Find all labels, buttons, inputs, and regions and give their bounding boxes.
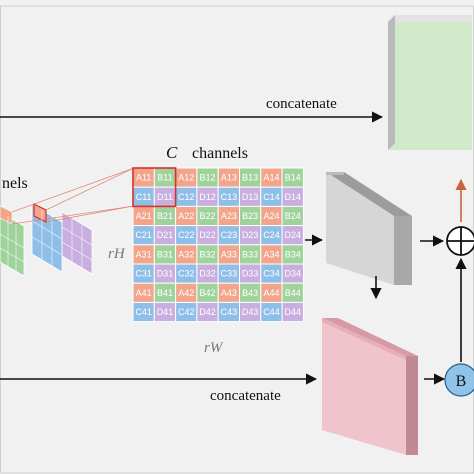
grid-cell-label: B11 bbox=[157, 173, 172, 183]
concatenate-bottom-label: concatenate bbox=[210, 388, 281, 404]
grid-cell-label: C24 bbox=[263, 230, 280, 240]
grid-cell-label: C12 bbox=[178, 192, 195, 202]
grid-cell-label: C14 bbox=[263, 192, 280, 202]
grid-cell-label: D14 bbox=[284, 192, 301, 202]
grid-cell-label: D43 bbox=[242, 307, 259, 317]
grid-cell-label: A12 bbox=[178, 173, 194, 183]
grid-cell-label: C13 bbox=[221, 192, 238, 202]
grid-cell-label: B23 bbox=[242, 211, 258, 221]
left-channels-label: nels bbox=[2, 175, 28, 192]
grid-cell-label: A41 bbox=[136, 288, 152, 298]
grid-cell-label: C42 bbox=[178, 307, 195, 317]
grid-cell-label: A32 bbox=[178, 249, 194, 259]
grid-cell-label: B42 bbox=[200, 288, 216, 298]
grid-cell-label: B22 bbox=[200, 211, 216, 221]
b-node-label: B bbox=[456, 373, 467, 390]
b-node: B bbox=[444, 363, 474, 397]
grid-cell-label: B44 bbox=[285, 288, 301, 298]
grid-cell-label: C33 bbox=[221, 269, 238, 279]
grid-cell-label: A13 bbox=[221, 173, 237, 183]
grid-cell-label: B12 bbox=[200, 173, 216, 183]
left-feature-maps bbox=[0, 203, 93, 277]
c-channels-symbol: C bbox=[166, 143, 178, 162]
grid-cell-label: B31 bbox=[157, 249, 173, 259]
grid-cell-label: D31 bbox=[157, 269, 174, 279]
concatenate-top-label: concatenate bbox=[266, 96, 337, 112]
grid-cell-label: B41 bbox=[157, 288, 173, 298]
grid-cell-label: A44 bbox=[263, 288, 279, 298]
grid-cell-label: A24 bbox=[263, 211, 279, 221]
grid-cell-label: C41 bbox=[135, 307, 152, 317]
grid-cell-label: C43 bbox=[221, 307, 238, 317]
grid-cell-label: D44 bbox=[284, 307, 301, 317]
grid-cell-label: A43 bbox=[221, 288, 237, 298]
grid-cell-label: B14 bbox=[285, 173, 301, 183]
grid-cell-label: B43 bbox=[242, 288, 258, 298]
grid-cell-label: C31 bbox=[135, 269, 152, 279]
pink-block bbox=[322, 318, 418, 455]
grid-cell-label: B34 bbox=[285, 249, 301, 259]
grid-cell-label: C23 bbox=[221, 230, 238, 240]
grid-cell-label: B32 bbox=[200, 249, 216, 259]
grid-cell bbox=[281, 301, 304, 323]
grid-cell-label: D34 bbox=[284, 269, 301, 279]
grid-cell-label: C22 bbox=[178, 230, 195, 240]
green-block bbox=[388, 15, 472, 150]
grid-cell-label: D24 bbox=[284, 230, 301, 240]
grid-cell-label: A31 bbox=[136, 249, 152, 259]
grid-cell-label: D22 bbox=[199, 230, 216, 240]
grid-cell-label: B33 bbox=[242, 249, 258, 259]
gray-block bbox=[326, 172, 412, 285]
grid-cell-label: B24 bbox=[285, 211, 301, 221]
c-channels-label: channels bbox=[192, 145, 248, 162]
grid-cell-label: B13 bbox=[242, 173, 258, 183]
grid-cell-label: D41 bbox=[157, 307, 174, 317]
grid-cell-label: C11 bbox=[136, 192, 152, 202]
zoom-guides bbox=[11, 167, 135, 225]
sum-node bbox=[446, 226, 474, 256]
grid-highlight bbox=[132, 167, 177, 208]
grid-cell-label: A34 bbox=[263, 249, 279, 259]
grid-cell-label: C21 bbox=[135, 230, 152, 240]
grid-cell-label: A23 bbox=[221, 211, 237, 221]
grid-cell-label: D32 bbox=[199, 269, 216, 279]
grid-cell-label: A33 bbox=[221, 249, 237, 259]
grid-cell-label: B21 bbox=[157, 211, 173, 221]
grid-cell-label: D23 bbox=[242, 230, 259, 240]
grid-cell-label: C32 bbox=[178, 269, 195, 279]
grid-cell-label: A21 bbox=[136, 211, 152, 221]
rW-label: rW bbox=[204, 340, 224, 356]
rH-label: rH bbox=[108, 246, 126, 262]
grid-cell-label: D12 bbox=[199, 192, 216, 202]
grid-cell-label: D11 bbox=[157, 192, 173, 202]
grid-cell-label: A42 bbox=[178, 288, 194, 298]
grid-cell-label: D21 bbox=[157, 230, 174, 240]
grid-cell-label: D33 bbox=[242, 269, 259, 279]
grid-cell-label: A22 bbox=[178, 211, 194, 221]
grid-cell-label: C34 bbox=[263, 269, 280, 279]
grid-cell-label: C44 bbox=[263, 307, 280, 317]
grid-cell-label: A14 bbox=[263, 173, 279, 183]
grid-cell-label: A11 bbox=[136, 173, 151, 183]
grid-cell-label: D42 bbox=[199, 307, 216, 317]
grid-cell-label: D13 bbox=[242, 192, 259, 202]
